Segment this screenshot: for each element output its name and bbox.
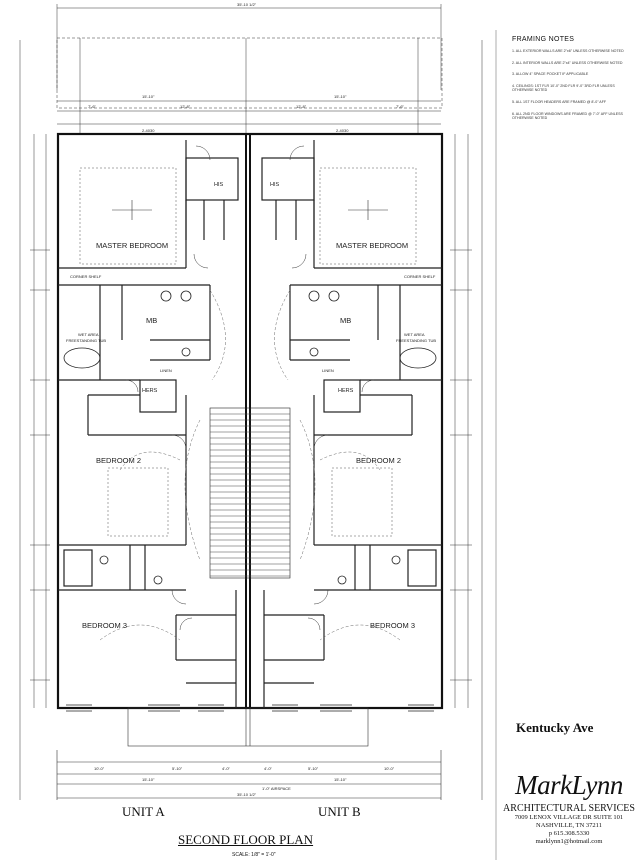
- dim-bottom-total-left: 15'-10": [142, 777, 155, 782]
- dim-top-left-2: 15'-10": [142, 94, 155, 99]
- street-name: Kentucky Ave: [516, 720, 594, 735]
- room-linen-b: LINEN: [322, 368, 334, 373]
- plan-scale: SCALE: 1/8" = 1'-0": [232, 852, 276, 858]
- room-bedroom2-b: BEDROOM 2: [356, 456, 401, 465]
- dim-top-right-2: 15'-10": [334, 94, 347, 99]
- room-wet-b: WET AREA: [404, 332, 425, 337]
- dim-bottom-total-right: 15'-10": [334, 777, 347, 782]
- firm-logo: MarkLynn: [515, 770, 623, 800]
- room-tub-a: FREESTANDING TUB: [66, 338, 106, 343]
- framing-note: 6. ALL 2ND FLOOR WINDOWS ARE FRAMED @ 7'…: [512, 111, 623, 121]
- window-tag-right: 2-4030: [336, 128, 349, 133]
- dim-top-right-3: 7'-6": [396, 104, 405, 109]
- firm-services: ARCHITECTURAL SERVICES: [503, 803, 635, 814]
- framing-note: 1. ALL EXTERIOR WALLS ARE 2"x6" UNLESS O…: [512, 49, 624, 53]
- firm-block: MarkLynn ARCHITECTURAL SERVICES 7009 LEN…: [498, 770, 640, 846]
- room-bedroom2-a: BEDROOM 2: [96, 456, 141, 465]
- framing-note: 4. CEILINGS: 1ST FLR 10'-0" 2ND FLR 9'-0…: [512, 83, 615, 93]
- room-shelf-b: CORNER SHELF: [404, 274, 436, 279]
- room-hers-a: HERS: [142, 388, 158, 394]
- framing-note: 3. ALLOW 4" SPACE POCKET IF APPLICABLE: [512, 72, 589, 77]
- framing-notes-heading: FRAMING NOTES: [512, 36, 575, 43]
- stairs: [209, 407, 291, 579]
- dim-bottom-5: 5'-10": [308, 766, 319, 771]
- room-his-b: HIS: [270, 182, 280, 188]
- dim-bottom-4: 4'-0": [264, 766, 273, 771]
- room-tub-b: FREESTANDING TUB: [396, 338, 436, 343]
- framing-note: 5. ALL 1ST FLOOR HEADERS ARE FRAMED @ 8'…: [512, 99, 607, 104]
- room-his-a: HIS: [214, 182, 224, 188]
- dim-top-left-1: 7'-6": [88, 104, 97, 109]
- framing-notes: FRAMING NOTES 1. ALL EXTERIOR WALLS ARE …: [512, 36, 624, 128]
- firm-email: marklynn1@hotmail.com: [535, 838, 603, 845]
- room-master-a: MASTER BEDROOM: [96, 241, 168, 250]
- overall-width-bottom: 35'-10 1/2": [237, 792, 257, 797]
- room-linen-a: LINEN: [160, 368, 172, 373]
- dim-bottom-3: 4'-0": [222, 766, 231, 771]
- room-mb-a: MB: [146, 316, 157, 325]
- room-master-b: MASTER BEDROOM: [336, 241, 408, 250]
- dim-bottom-2: 5'-10": [172, 766, 183, 771]
- room-mb-b: MB: [340, 316, 351, 325]
- plan-title: SECOND FLOOR PLAN: [178, 832, 314, 847]
- unit-b-label: UNIT B: [318, 804, 361, 819]
- room-shelf-a: CORNER SHELF: [70, 274, 102, 279]
- dim-top-left-3: 12'-8": [180, 104, 191, 109]
- firm-address-2: NASHVILLE, TN 37211: [536, 822, 602, 829]
- framing-note: 2. ALL INTERIOR WALLS ARE 2"x4" UNLESS O…: [512, 60, 623, 65]
- overall-width: 35'-10 1/2": [237, 2, 257, 7]
- firm-address-1: 7009 LENOX VILLAGE DR SUITE 101: [514, 814, 624, 821]
- unit-a-label: UNIT A: [122, 804, 165, 819]
- room-bedroom3-b: BEDROOM 3: [370, 621, 415, 630]
- dim-top-right-1: 12'-8": [296, 104, 307, 109]
- room-hers-b: HERS: [338, 388, 354, 394]
- room-bedroom3-a: BEDROOM 3: [82, 621, 127, 630]
- dim-bottom-1: 10'-0": [94, 766, 105, 771]
- firm-phone: p 615.308.5330: [548, 830, 590, 837]
- window-tag-left: 2-4030: [142, 128, 155, 133]
- airspace-label: 1'-0" AIRSPACE: [262, 786, 291, 791]
- dim-bottom-6: 10'-0": [384, 766, 395, 771]
- room-wet-a: WET AREA: [78, 332, 99, 337]
